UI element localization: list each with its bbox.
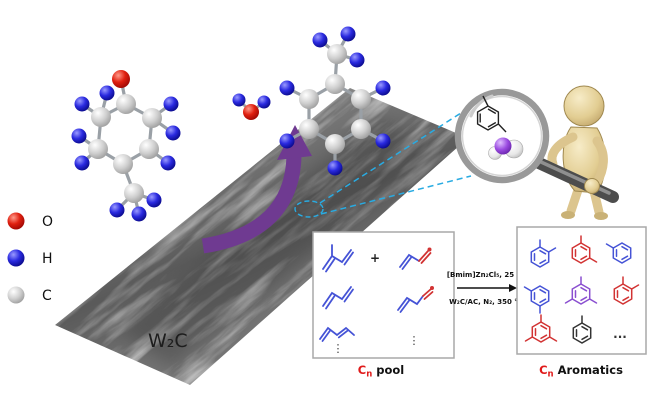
enal-structure [397, 286, 434, 313]
figure-hand [584, 178, 600, 194]
aromatics-structures [523, 235, 640, 344]
aromatic-structure [564, 276, 598, 305]
product-carbon-atoms [299, 44, 371, 154]
magnifier-handle [533, 157, 619, 203]
zoom-pointer [294, 112, 472, 218]
figure-head [563, 85, 605, 127]
lens-glare [469, 94, 494, 118]
enal-structure [399, 247, 432, 270]
magnifier-lens [454, 88, 550, 184]
water-oxygen-atom [243, 104, 259, 120]
triene-structure [319, 326, 355, 342]
oxygen-sphere-icon [7, 212, 25, 230]
cartoon-figure [547, 85, 608, 220]
conditions-arrow: [Bmim]Zn₂Cl₅, 25 °C W₂C/AC, N₂, 350 °C [447, 271, 525, 306]
aromatic-structure [524, 314, 558, 343]
aromatic-structure [613, 276, 640, 305]
figure-arm-left [547, 132, 578, 169]
surface-label: W₂C [148, 330, 188, 352]
legend-label-hydrogen: H [42, 251, 53, 267]
reactant-oxygen-atom [112, 70, 130, 88]
zoom-target-ellipse [294, 200, 324, 218]
water-molecule [232, 93, 271, 120]
legend-label-carbon: C [42, 288, 52, 304]
aromatics-box: ... Cn Aromatics [516, 226, 647, 380]
reactant-molecule [71, 70, 181, 222]
vdots-left: ⋮ [333, 342, 344, 355]
aromatics-label: Cn Aromatics [539, 363, 623, 380]
reactant-hydrogen-atoms [71, 85, 181, 222]
figure-arm-right [592, 136, 608, 187]
lens-content-molecule [476, 95, 524, 160]
legend-item-carbon: C [7, 286, 52, 304]
diene-structure [322, 244, 354, 273]
hydrogen-sphere-icon [7, 249, 25, 267]
curved-arrowhead-icon [277, 125, 312, 160]
plus-sign: + [370, 251, 380, 265]
carbon-sphere-icon [7, 286, 25, 304]
reaction-arrowhead-icon [509, 284, 517, 292]
legend: O H C [7, 212, 53, 304]
legend-label-oxygen: O [42, 214, 53, 230]
vdots-right: ⋮ [409, 334, 420, 347]
aromatics-ellipsis: ... [613, 327, 627, 341]
zoom-dashed-lines [319, 112, 472, 215]
pool-box: + ⋮ ⋮ Cn pool [312, 231, 455, 380]
aromatic-structure [605, 242, 632, 264]
product-molecule [279, 26, 391, 176]
pool-label: Cn pool [358, 363, 405, 380]
aromatic-structure [572, 315, 592, 344]
aromatic-structure [523, 285, 550, 314]
aromatic-structure [530, 239, 557, 268]
aromatic-structure [571, 235, 598, 264]
magnifier [454, 88, 619, 203]
condition-above: [Bmim]Zn₂Cl₅, 25 °C [447, 271, 525, 279]
legend-item-oxygen: O [7, 212, 53, 230]
pool-structures [319, 244, 434, 342]
reactant-carbon-atoms [88, 94, 162, 203]
product-hydrogen-atoms [279, 26, 391, 176]
diene-structure [322, 286, 354, 310]
curved-arrow [201, 125, 312, 254]
condition-below: W₂C/AC, N₂, 350 °C [449, 298, 523, 306]
legend-item-hydrogen: H [7, 249, 53, 267]
